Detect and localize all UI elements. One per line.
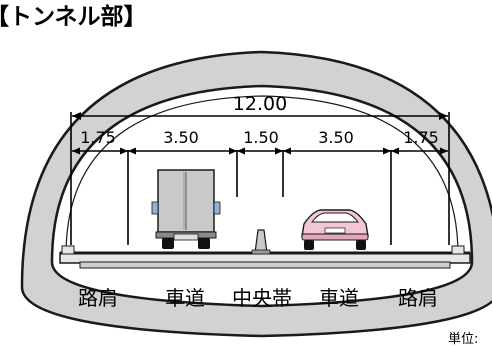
median-pylon bbox=[251, 229, 271, 255]
truck-illustration bbox=[151, 169, 221, 249]
zone-label-shoulder-left: 路肩 bbox=[78, 286, 118, 310]
total-arrow-right bbox=[439, 112, 448, 120]
segment-arrows bbox=[72, 147, 448, 155]
road-base bbox=[79, 261, 451, 269]
segment-label-4: 3.50 bbox=[318, 128, 354, 147]
car-illustration bbox=[301, 209, 369, 250]
segment-label-2: 3.50 bbox=[163, 128, 199, 147]
zone-label-roadway-left: 車道 bbox=[165, 286, 205, 310]
total-width-label: 12.00 bbox=[233, 93, 287, 115]
segment-label-1: 1.75 bbox=[80, 128, 116, 147]
right-curb bbox=[451, 245, 465, 255]
section-title: 【トンネル部】 bbox=[0, 3, 147, 30]
tunnel-lining bbox=[20, 50, 492, 338]
zone-label-roadway-right: 車道 bbox=[319, 286, 359, 310]
segment-label-5: 1.75 bbox=[403, 128, 439, 147]
left-curb bbox=[61, 245, 75, 255]
zone-label-shoulder-right: 路肩 bbox=[398, 286, 438, 310]
lining-inner-line bbox=[65, 95, 459, 256]
unit-label: 単位: bbox=[448, 331, 478, 347]
segment-label-3: 1.50 bbox=[243, 128, 279, 147]
total-arrow-left bbox=[72, 112, 81, 120]
zone-label-median: 中央帯 bbox=[232, 286, 292, 310]
